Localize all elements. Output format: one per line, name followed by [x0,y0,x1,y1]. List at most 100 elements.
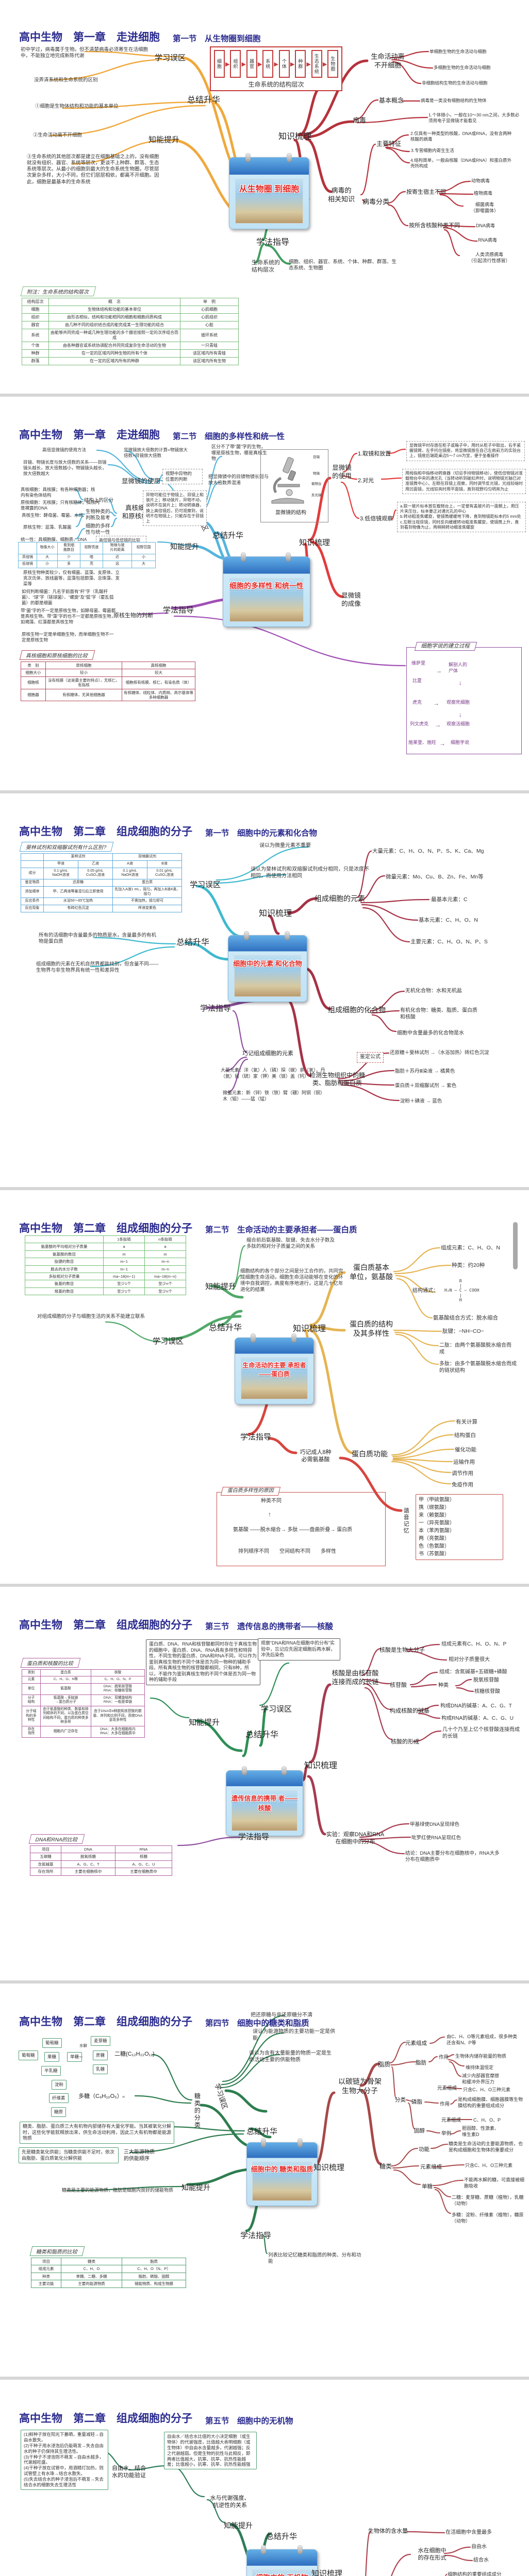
calendar-ring-icon [261,2138,267,2147]
calendar-ring-icon [286,153,292,162]
map-node: 单糖 [422,2183,433,2190]
table-cell: 甲、乙两液等量混匀后立即使用 [43,886,113,899]
map-node: 二肽：由两个氨基酸脱水缩合而成 [439,1343,511,1355]
map-node: 细胞中含量最多的化合物是水 [397,1030,464,1036]
map-node: 鉴定公式 [357,1052,384,1063]
table-cell: 一只青蛙 [180,342,239,350]
map-node: 知识梳理 [299,538,330,547]
map-node: ↑ [268,1511,271,1518]
table-cell: 羧基的数目 [25,1287,104,1296]
map-node: 学习误区 [155,54,186,62]
map-node: 作用 [439,2055,449,2060]
map-node: 种类不同 [261,1498,282,1504]
map-node: 把还原糖与非还原糖分不清 [251,2012,312,2018]
map-node: 学法指导 [240,2231,272,2240]
table-header-cell: RNA [115,1845,172,1854]
map-node: 在活细胞中含量最多 [445,2530,492,2535]
map-node: 分类 [395,2097,406,2103]
map-node: 实验：观察DNA和RNA 在细胞中的分布 [326,1832,385,1845]
map-node: 按寄生宿主不同 [406,189,446,195]
table-header-cell: 视野亮度 [80,542,103,554]
map-node: 蔗糖 [93,2050,108,2060]
map-node: 显微镜 的成像 [341,592,361,607]
table-header-cell: 糖类 [61,2257,122,2266]
table-cell: 肽键的数目 [25,1258,104,1266]
map-node: 单细胞生物的生命活动与细胞 [429,49,487,54]
map-node: 检测生物组织中的糖 类、脂肪和蛋白质 [309,1072,365,1087]
map-node: 总结升华 [187,96,221,105]
table-cell: m [103,1250,145,1259]
table-cell: 有核糖体、线粒体、内质网、高尔基体等多种细胞器 [122,688,195,702]
map-node: 基本元素：C、H、O、N [419,917,478,923]
map-node: 构成核酸的碱基 [390,1708,429,1714]
map-node: 误以为微量元素不重要 [259,843,311,849]
map-node: 学习误区 [261,1705,292,1714]
table-cell: 群落 [22,357,49,365]
table-cell: 由于氨基酸的种类、数量和排列顺序的不同，以及蛋白质空间结构不同，蛋白质的种类多种… [40,1705,91,1726]
calendar-photo [235,179,304,224]
map-node: 脂质 [378,2061,391,2068]
table-header-cell: 真核细胞 [122,661,195,670]
table-cell: 单位 [22,1683,41,1695]
table-cell: m [144,1250,186,1259]
map-node: 组成细胞的化合物 [328,1006,386,1014]
table-cell: 反应条件 [21,897,44,905]
map-node: 微量元素：Mo、Cu、B、Zn、Fe、Mn等 [386,874,484,880]
calendar-ring-icon [291,1333,297,1343]
map-node: 生命活动离 不开细胞 [371,53,405,69]
table-cell: 高倍镜 [18,553,37,562]
map-node: 总结升华 [212,531,244,540]
arrow-right-icon: ▶ [290,61,295,67]
map-node: 糖类 [379,2163,392,2170]
table-cell: 至少1个 [103,1280,145,1288]
map-node: 排列顺序不同 空间结构不同 多样性 [238,1549,336,1554]
map-node: 元素组成 [405,2040,427,2046]
map-node: 知能提升 [224,2521,253,2530]
central-topic-page-4: 生命活动的主要 承担者——蛋白质 [235,1333,314,1404]
map-node: 淀粉 [52,2080,67,2090]
map-node: 知识梳理 [278,132,312,141]
table-cell: 元素 [22,1676,41,1684]
central-topic-label: 细胞中的 无机物 [250,2572,314,2576]
calendar-ring-icon [245,153,251,162]
map-node: 蛋白质＋双缩脲试剂 → 紫色 [395,1083,457,1089]
table-cell: 蛋白质 [112,879,182,887]
map-node: 知识梳理 [313,2163,345,2172]
map-node: 细胞学说 [451,740,470,745]
map-node: 以碳链为骨架 生物大分子 [338,2077,382,2095]
table-cell: 没有核膜（这是最主要的特点），无核仁，有拟核 [45,676,122,689]
map-node: 列表比较记忆糖类和脂质的种类、分布和功能 [268,2252,361,2265]
map-node: 比夏 [412,678,422,683]
table-cell: 主要在细胞核中 [61,1868,115,1876]
table-cell: 较大 [122,669,195,677]
scrollbar-thumb[interactable] [513,1222,518,1269]
table-cell: 氨基酸→多肽链 →蛋白质分子 [40,1694,91,1706]
map-node: 几十个乃至上亿个核苷酸连接而成的长链 [442,1727,520,1739]
map-node: 学法指导 [240,1433,272,1442]
map-node: 三大能源物质 的供能顺序 [124,2149,155,2162]
map-node: 胆固醇、性激素、 维生素D [462,2126,500,2137]
map-node: 学习误区 [153,1337,184,1346]
chain-row: 细胞▶组织▶器官▶系统▶个体▶种群▶生态系统▶生物圈 [214,50,339,78]
map-node: 果糖 [44,2052,60,2062]
table-cell: 0.05 g/mL CuSO₄溶液 [78,867,113,879]
map-node: 知能提升 [181,2183,210,2192]
central-topic-label: 细胞的多样性 和统一性 [229,581,304,590]
map-node: 第二节 生命活动的主要承担者——蛋白质 [205,1226,357,1234]
map-node: 葡萄糖 [42,2038,62,2048]
map-node: 2.对光 [358,478,374,484]
table-header-cell: 看到细 胞数目 [57,542,80,554]
map-node: 物镜 [313,472,320,476]
table-cell: 添加顺序 [21,886,44,899]
map-node: 核酸是由核苷酸 连接而成的长链 [332,1669,379,1686]
map-node: 构成DNA的碱基：A、C、G、T [440,1703,512,1709]
map-node: 大量元素：洋（氧）人（磷）探（碳）亲（氢），丹（氮）留（硫）家（钾）美（镁）盖（… [221,1067,325,1079]
map-node: 糖类是主要的能源物质，脂肪是细胞内良好的储能物质 [62,2188,174,2193]
table-cell: 多 [57,561,80,568]
table-cell: 先加入A液1 mL，摇匀，再加入B液4滴，摇匀 [112,886,182,899]
table-cell: 核糖 [115,1853,172,1861]
map-node: 原核生物的判断 [113,613,153,619]
map-node: 多肽：由多个氨基酸脱水缩合而成的链状结构 [439,1361,517,1374]
table-header-cell [21,853,44,861]
